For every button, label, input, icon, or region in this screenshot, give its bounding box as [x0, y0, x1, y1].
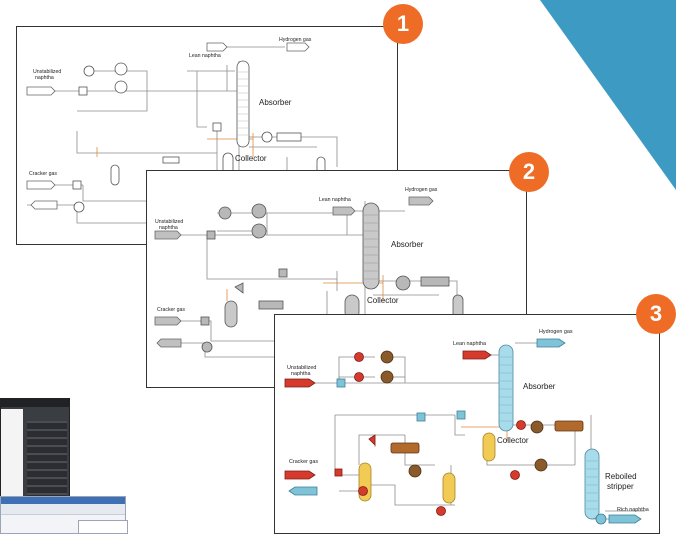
step-badge-2: 2: [509, 152, 549, 192]
stream-label-cracker-gas: Cracker gas: [157, 307, 185, 313]
stream-label-unstabilized-naphtha: Unstabilized: [33, 69, 61, 75]
flowsheet-card-3: Unstabilized naphtha Lean naphtha Hydrog…: [274, 314, 660, 534]
stream-label-unstabilized-naphtha-2: naphtha: [291, 371, 311, 377]
step-badge-1: 1: [383, 4, 423, 44]
stream-label-unstabilized-naphtha-2: naphtha: [35, 75, 54, 81]
unit-label-absorber: Absorber: [391, 240, 424, 249]
stream-label-hydrogen-gas: Hydrogen gas: [279, 37, 312, 43]
unit-label-reboiled-stripper: Reboiled: [605, 472, 637, 481]
software-window-light-right: [78, 520, 128, 534]
stream-label-hydrogen-gas: Hydrogen gas: [405, 187, 438, 193]
unit-label-collector: Collector: [367, 296, 399, 305]
unit-label-absorber: Absorber: [259, 98, 292, 107]
unit-label-collector: Collector: [235, 154, 267, 163]
stream-label-lean-naphtha: Lean naphtha: [319, 197, 351, 203]
unit-label-collector: Collector: [497, 436, 529, 445]
software-window-dark: [0, 398, 70, 509]
stream-label-unstabilized-naphtha: Unstabilized: [155, 219, 183, 225]
step-badge-3: 3: [636, 294, 676, 334]
stream-label-cracker-gas: Cracker gas: [29, 171, 57, 177]
stream-label-rich-naphtha: Rich naphtha: [617, 507, 649, 513]
stream-label-unstabilized-naphtha-2: naphtha: [159, 225, 178, 231]
flowsheet-1-svg: Unstabilized naphtha Lean naphtha Hydrog…: [26, 37, 338, 224]
stream-label-lean-naphtha: Lean naphtha: [453, 341, 486, 347]
stream-label-lean-naphtha: Lean naphtha: [189, 53, 221, 59]
unit-label-absorber: Absorber: [523, 382, 556, 391]
stream-label-unstabilized-naphtha: Unstabilized: [287, 365, 316, 371]
stream-label-cracker-gas: Cracker gas: [289, 459, 318, 465]
unit-label-reboiled-stripper-2: stripper: [607, 482, 634, 491]
stream-label-hydrogen-gas: Hydrogen gas: [539, 329, 573, 335]
flowsheet-3-svg: Unstabilized naphtha Lean naphtha Hydrog…: [284, 329, 649, 525]
